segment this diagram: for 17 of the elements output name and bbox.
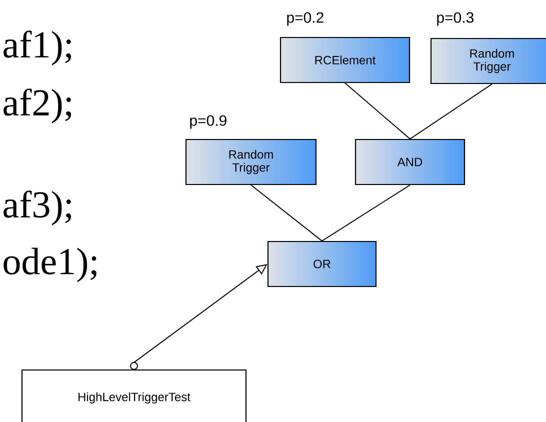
- connector: [410, 84, 492, 140]
- gate-box: OR: [267, 240, 377, 288]
- connector: [322, 184, 410, 242]
- code-fragment: ode1);: [4, 248, 96, 282]
- gate-box: RCElement: [280, 36, 410, 84]
- code-fragment: af1);: [4, 30, 72, 66]
- connector: [250, 184, 322, 242]
- gate-box: Random Trigger: [185, 138, 317, 186]
- probability-label: p=0.9: [190, 115, 226, 129]
- probability-label: p=0.2: [287, 12, 324, 26]
- test-box: HighLevelTriggerTest: [21, 369, 247, 422]
- code-fragment: af2);: [4, 88, 72, 124]
- gate-box: Random Trigger: [430, 38, 546, 84]
- connector: [344, 82, 410, 140]
- probability-label: p=0.3: [437, 12, 474, 26]
- code-fragment: af3);: [4, 190, 72, 226]
- gate-box: AND: [354, 138, 466, 186]
